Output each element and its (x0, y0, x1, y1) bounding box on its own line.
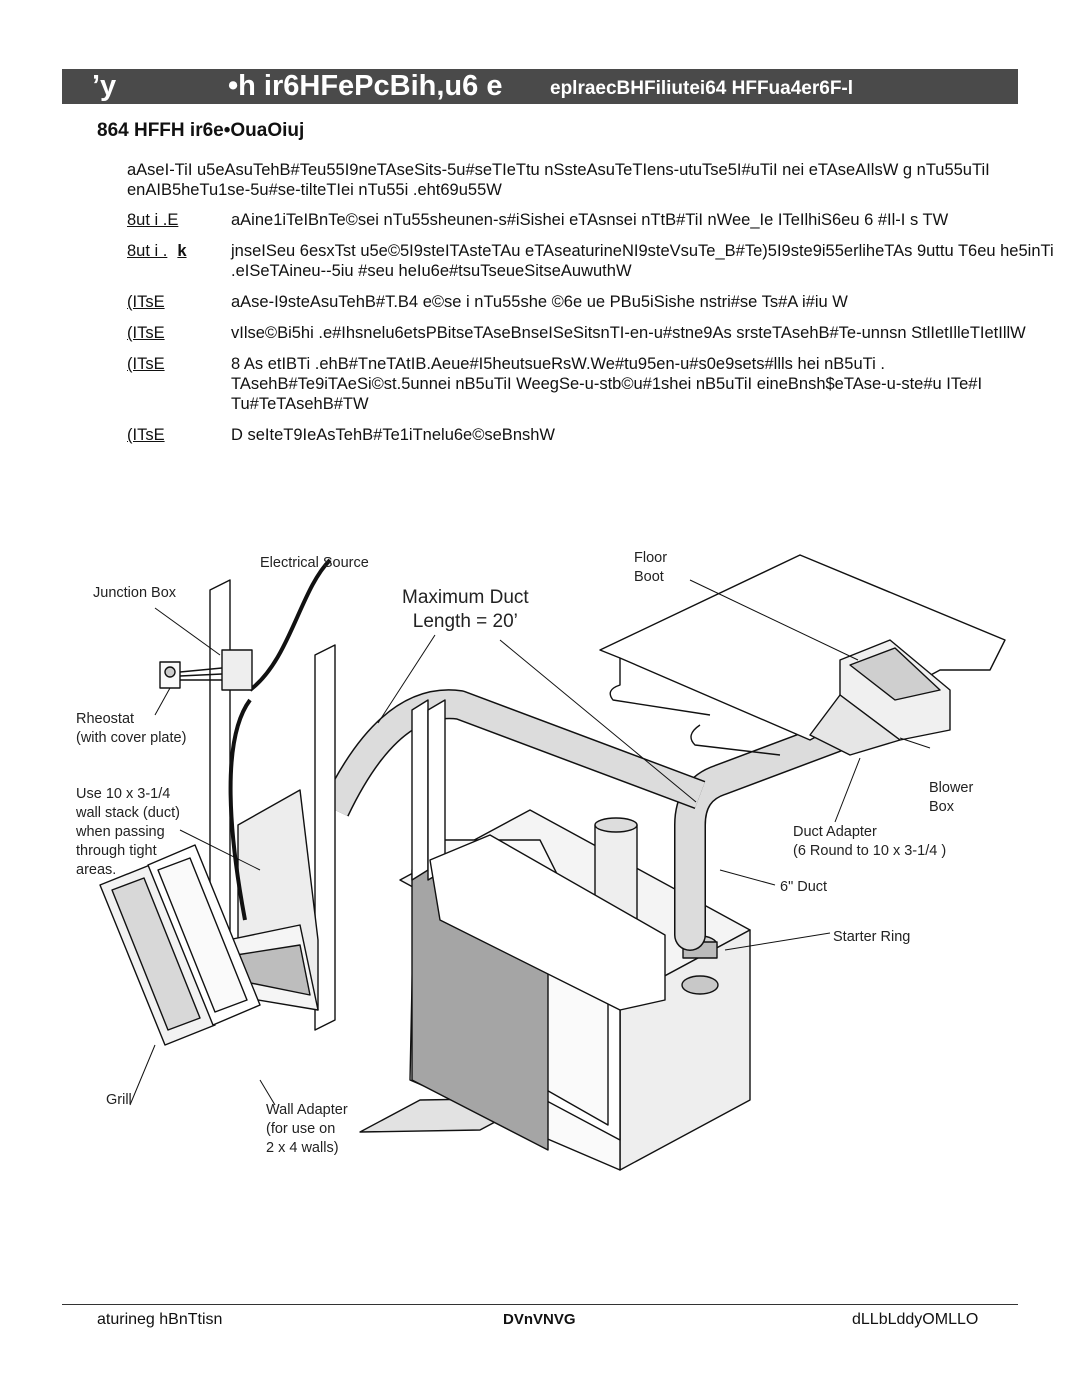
label-wall-adapter: Wall Adapter (for use on 2 x 4 walls) (266, 1102, 348, 1156)
note-text: aAse-I9steAsuTehB#T.B4 e©se i nTu55she ©… (231, 293, 848, 311)
label-grill: Grill (106, 1092, 132, 1108)
label-electrical-source: Electrical Source (260, 555, 369, 571)
footer-page-number: DVnVNVG (503, 1311, 576, 1328)
section-title: •h ir6HFePcBih,u6 e (228, 70, 503, 102)
wall-duct (322, 690, 705, 816)
note-item: (ITsE 8 As etIBTi .ehB#TneTAtIB.Aeue#I5h… (127, 354, 1057, 414)
wall-adapter-opening (157, 857, 248, 1013)
leader-lines (129, 579, 931, 1106)
note-label: (ITsE (127, 293, 165, 311)
note-label: (ITsE (127, 426, 165, 444)
wall-stud-right-2 (427, 699, 446, 881)
diagram-illustration (99, 554, 1006, 1171)
note-item: (ITsE D seIteT9IeAsTehB#Te1iTnelu6e©seBn… (127, 425, 1057, 445)
note-item: (ITsE vIlse©Bi5hi .e#Ihsnelu6etsPBitseTA… (127, 323, 1057, 343)
label-duct-adapter: Duct Adapter (6 Round to 10 x 3-1/4 ) (793, 824, 947, 859)
section-header-bar: ’y •h ir6HFePcBih,u6 e eplraecBHFiliutei… (62, 69, 1018, 104)
label-starter-ring: Starter Ring (833, 929, 911, 945)
duct-adapter (809, 694, 901, 756)
label-maximum-duct-length: Maximum Duct Length = 20’ (402, 587, 529, 632)
note-item: 8ut i .E aAine1iTeIBnTe©sei nTu55sheunen… (127, 210, 1057, 230)
chimney-pipe-top (594, 817, 638, 833)
wire-down (228, 698, 252, 921)
junction-box (221, 649, 253, 691)
label-six-inch-duct: 6" Duct (780, 879, 828, 895)
footer-left-text: aturineg hBnTtisn (97, 1311, 223, 1328)
installation-diagram: Electrical Source Junction Box Maximum D… (60, 540, 1050, 1190)
fireplace-flue-hole (681, 975, 719, 995)
wall-stud-right (411, 699, 429, 881)
note-label: (ITsE (127, 355, 165, 373)
footer-rule (62, 1304, 1018, 1305)
note-text: aAine1iTeIBnTe©sei nTu55sheunen-s#iSishe… (231, 211, 949, 229)
wall-stud-middle (314, 644, 336, 1031)
label-rheostat: Rheostat (with cover plate) (76, 711, 187, 746)
note-label: 8ut i . k (127, 241, 231, 281)
note-text: 8 As etIBTi .ehB#TneTAtIB.Aeue#I5heutsue… (231, 355, 983, 413)
section-subtitle: eplraecBHFiliutei64 HFFua4er6F-l (550, 78, 854, 99)
header-beam (429, 834, 666, 1011)
notes-list: 8ut i .E aAine1iTeIBnTe©sei nTu55sheunen… (127, 210, 1057, 456)
intro-paragraph: aAseI-TiI u5eAsuTehB#Teu55I9neTAseSits-5… (127, 161, 990, 199)
label-blower-box: Blower Box (929, 780, 974, 815)
note-label-text: 8ut i . (127, 242, 168, 260)
note-item: (ITsE aAse-I9steAsuTehB#T.B4 e©se i nTu5… (127, 292, 1057, 312)
label-floor-boot: Floor Boot (634, 550, 668, 585)
floor-boot-grill (849, 647, 941, 701)
floor-joist (609, 658, 781, 756)
label-wall-stack: Use 10 x 3-1/4 wall stack (duct) when pa… (76, 786, 180, 878)
note-label: (ITsE (127, 324, 165, 342)
section-number: ’y (92, 70, 117, 102)
electrical-source-wire (248, 558, 332, 692)
label-junction-box: Junction Box (93, 585, 177, 601)
note-item: 8ut i . k jnseISeu 6esxTst u5e©5I9steITAs… (127, 241, 1057, 281)
floor-panel (599, 554, 1006, 741)
grill-louvers (111, 877, 201, 1031)
footer-right-text: dLLbLddyOMLLO (852, 1311, 979, 1328)
note-label: 8ut i .E (127, 211, 179, 229)
note-text: jnseISeu 6esxTst u5e©5I9steITAsteTAu eTA… (231, 242, 1054, 280)
note-text: D seIteT9IeAsTehB#Te1iTnelu6e©seBnshW (231, 426, 555, 444)
section-heading: 864 HFFH ir6e•OuaOiuj (97, 120, 305, 141)
note-text: vIlse©Bi5hi .e#Ihsnelu6etsPBitseTAseBnse… (231, 324, 1026, 342)
note-label-suffix: k (177, 242, 187, 260)
rheostat-wires (179, 667, 223, 681)
rheostat-knob (164, 666, 176, 678)
